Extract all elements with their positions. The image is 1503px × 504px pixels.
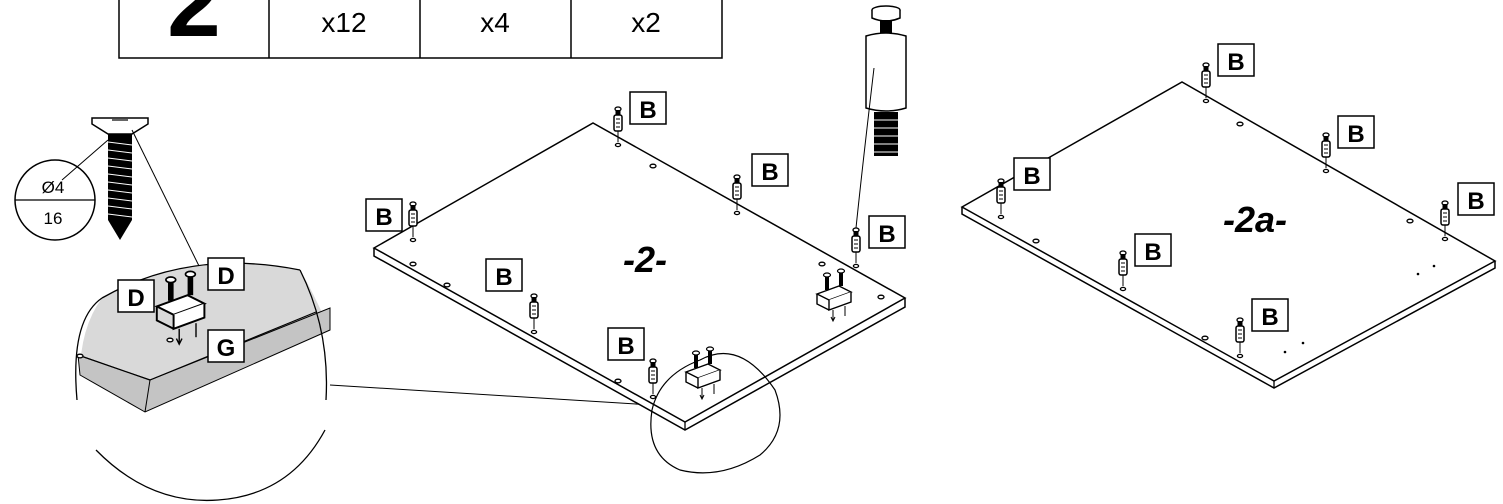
label-dowel-b-12: B (1457, 182, 1495, 216)
label-dowel-b-7: B (1217, 43, 1255, 77)
svg-text:B: B (1227, 49, 1244, 76)
svg-text:D: D (127, 285, 144, 312)
label-dowel-b-3: B (365, 198, 403, 232)
svg-text:B: B (375, 204, 392, 231)
label-dowel-b-4: B (485, 258, 523, 292)
svg-text:B: B (878, 221, 895, 248)
label-dowel-b-5: B (607, 327, 645, 361)
label-bracket-g: G (207, 329, 245, 363)
label-screw-d-right: D (207, 257, 245, 291)
screw-diameter: Ø4 (42, 178, 65, 197)
label-screw-d-left: D (117, 279, 155, 313)
screw-length: 16 (44, 209, 63, 228)
label-dowel-b-6: B (868, 215, 906, 249)
panel-2a-label: -2a- (1223, 199, 1287, 240)
label-dowel-b-9: B (1013, 157, 1051, 191)
svg-text:B: B (617, 333, 634, 360)
detail-callout-circle (650, 352, 781, 474)
screw-thread-icon (108, 134, 132, 240)
svg-text:B: B (1347, 121, 1364, 148)
svg-text:B: B (1467, 188, 1484, 215)
svg-text:D: D (217, 263, 234, 290)
svg-text:B: B (1023, 163, 1040, 190)
label-dowel-b-1: B (629, 91, 667, 125)
quantity-screw: x4 (480, 7, 510, 38)
svg-text:B: B (1144, 239, 1161, 266)
svg-text:B: B (639, 97, 656, 124)
quantity-bracket: x2 (631, 7, 661, 38)
panel-2-label: -2- (623, 239, 667, 280)
quantity-dowel: x12 (321, 7, 366, 38)
screw-spec: Ø4 16 (14, 117, 201, 269)
svg-text:B: B (495, 264, 512, 291)
label-dowel-b-10: B (1134, 233, 1172, 267)
label-dowel-b-11: B (1251, 298, 1289, 332)
large-dowel-icon (855, 5, 907, 229)
step-number: 2 (167, 0, 220, 57)
label-dowel-b-8: B (1337, 115, 1375, 149)
label-dowel-b-2: B (751, 153, 789, 187)
svg-text:B: B (1261, 304, 1278, 331)
panel-2a: -2a- (960, 81, 1497, 389)
step-header-table: 2 x12 x4 x2 (118, 0, 723, 59)
svg-text:B: B (761, 159, 778, 186)
svg-text:G: G (217, 335, 236, 362)
